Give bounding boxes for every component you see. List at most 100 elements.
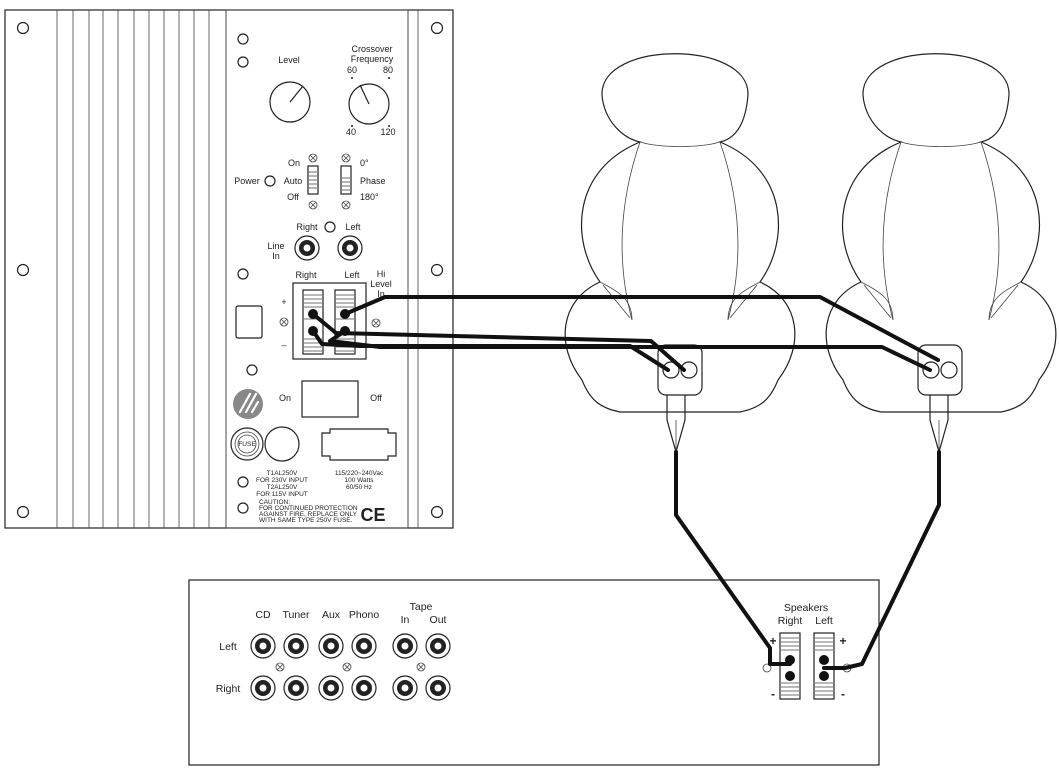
tape-out-label: Out	[430, 614, 447, 626]
phase-180-label: 180°	[360, 192, 379, 202]
voltage-rating-line: 60/50 Hz	[346, 484, 372, 491]
voltage-rating-text: 115/220~240Vac 100 Watts 60/50 Hz	[335, 470, 384, 491]
screw-hole	[237, 33, 249, 45]
hi-level-plus: +	[281, 297, 286, 307]
screw-icon	[341, 153, 351, 163]
cable-left-speaker-to-receiver	[674, 450, 792, 666]
speaker-left	[564, 53, 796, 455]
speakers-left-label: Left	[815, 615, 833, 627]
row-right-label: Right	[216, 683, 241, 695]
tape-in-right-jack[interactable]	[392, 675, 418, 701]
phase-switch[interactable]	[340, 165, 352, 195]
tape-out-left-jack[interactable]	[425, 633, 451, 659]
power-mode-switch[interactable]	[307, 165, 319, 195]
cable-hi-level-right-bottom	[311, 329, 670, 372]
tuner-right-jack[interactable]	[283, 675, 309, 701]
voltage-rating-line: 100 Watts	[344, 477, 374, 484]
hi-level-label: Hi	[377, 269, 386, 279]
screw-hole	[237, 502, 249, 514]
fuse-rating-line: T1AL250V	[267, 470, 298, 477]
screw-hole	[237, 476, 249, 488]
screw-icon	[308, 200, 318, 210]
level-knob[interactable]	[269, 81, 311, 123]
screw-icon	[416, 662, 426, 672]
screw-icon	[275, 662, 285, 672]
crossover-label: Crossover	[351, 44, 392, 54]
screw-icon	[762, 663, 772, 673]
screw-icon	[371, 318, 381, 328]
phase-0-label: 0°	[360, 158, 369, 168]
fuse-holder[interactable]: FUSE	[230, 427, 264, 461]
caution-line: AGAINST FIRE, REPLACE ONLY	[259, 511, 358, 518]
cable-hi-level-right-top	[311, 312, 686, 372]
screw-hole	[246, 364, 258, 376]
tape-out-right-jack[interactable]	[425, 675, 451, 701]
phono-label: Phono	[349, 609, 380, 621]
brand-logo-icon	[233, 389, 263, 419]
tuner-label: Tuner	[282, 609, 310, 621]
hi-level-label-3: In	[377, 289, 385, 299]
rca-jacks	[250, 633, 451, 701]
fuse-rating-line: FOR 115V INPUT	[256, 491, 308, 498]
phono-right-jack[interactable]	[351, 675, 377, 701]
power-label: Power	[234, 176, 260, 186]
screw-icon	[279, 317, 289, 327]
fuse-rating-line: FOR 230V INPUT	[256, 477, 308, 484]
main-power-switch[interactable]	[301, 380, 359, 418]
screw-hole	[237, 56, 249, 68]
crossover-knob[interactable]	[348, 83, 390, 125]
freq-120-label: 120	[380, 127, 395, 137]
speakers-plus-left: +	[839, 634, 846, 648]
power-on-label: On	[288, 158, 300, 168]
speakers-plus-right: +	[769, 634, 776, 648]
tape-in-left-jack[interactable]	[392, 633, 418, 659]
heatsink-fins	[56, 10, 419, 528]
level-label: Level	[278, 55, 300, 65]
control-plate	[225, 9, 409, 529]
aux-right-jack[interactable]	[318, 675, 344, 701]
speakers-right-label: Right	[778, 615, 803, 627]
voltage-rating-line: 115/220~240Vac	[335, 470, 384, 477]
cd-left-jack[interactable]	[250, 633, 276, 659]
phase-label: Phase	[360, 176, 386, 186]
line-in-right-label: Right	[296, 222, 318, 232]
speaker-cables	[311, 295, 941, 670]
caution-line: CAUTION:	[259, 499, 290, 506]
main-switch-on-label: On	[279, 393, 291, 403]
cd-right-jack[interactable]	[250, 675, 276, 701]
fuse-text: FUSE	[238, 441, 256, 448]
hi-level-left-label: Left	[344, 270, 360, 280]
row-left-label: Left	[219, 641, 237, 653]
line-in-label: Line	[267, 241, 284, 251]
line-in-right-jack[interactable]	[294, 235, 320, 261]
power-inlet	[321, 428, 397, 461]
tuner-left-jack[interactable]	[283, 633, 309, 659]
voltage-selector[interactable]	[264, 426, 300, 462]
speakers-minus-right: -	[771, 687, 775, 701]
hi-level-minus: –	[281, 340, 286, 350]
line-in-label-2: In	[272, 251, 280, 261]
cd-label: CD	[255, 609, 271, 621]
ce-mark: CE	[360, 505, 385, 525]
fuse-rating-text: T1AL250V FOR 230V INPUT T2AL250V FOR 115…	[256, 470, 308, 498]
line-in-left-label: Left	[345, 222, 361, 232]
screw-icon	[308, 153, 318, 163]
fuse-rating-line: T2AL250V	[267, 484, 298, 491]
power-auto-label: Auto	[284, 176, 303, 186]
screw-icon	[341, 200, 351, 210]
phono-left-jack[interactable]	[351, 633, 377, 659]
hi-level-terminal-block	[292, 282, 367, 360]
mounting-holes	[16, 21, 444, 519]
subwoofer-amplifier-panel: Level Crossover Frequency 60 80 40 120 O…	[4, 9, 454, 529]
tape-label: Tape	[410, 601, 433, 613]
screw-icon	[342, 662, 352, 672]
line-in-left-jack[interactable]	[337, 235, 363, 261]
screw-hole	[237, 268, 249, 280]
speaker-right-terminal[interactable]	[917, 344, 963, 396]
aux-left-jack[interactable]	[318, 633, 344, 659]
hi-level-label-2: Level	[370, 279, 392, 289]
receiver-panel: CD Tuner Aux Phono Tape In Out Left Righ…	[188, 579, 880, 766]
crossover-label-2: Frequency	[351, 54, 394, 64]
tape-in-label: In	[401, 614, 410, 626]
